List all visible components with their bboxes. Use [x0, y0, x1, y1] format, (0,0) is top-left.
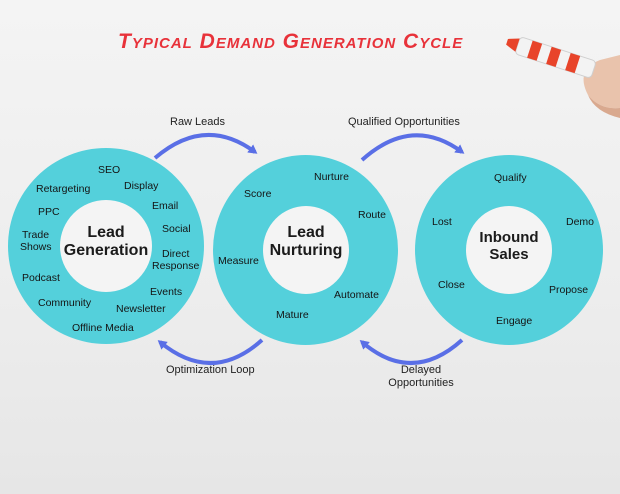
lead-nurturing-hole	[263, 206, 349, 294]
optimization-loop-arrow	[157, 338, 264, 365]
item-events: Events	[150, 286, 183, 298]
delayed-opportunities-arrow	[359, 338, 464, 365]
item-display: Display	[124, 180, 159, 192]
item-response: Response	[152, 260, 200, 272]
item-propose: Propose	[549, 284, 589, 296]
item-newsletter: Newsletter	[116, 303, 166, 315]
lead-generation-hole	[60, 200, 152, 292]
item-community: Community	[38, 297, 92, 309]
raw-leads-arrow	[153, 132, 258, 160]
item-seo: SEO	[98, 164, 121, 176]
page-title: Typical Demand Generation Cycle	[118, 30, 464, 53]
item-close: Close	[438, 279, 465, 291]
item-route: Route	[358, 209, 387, 221]
item-podcast: Podcast	[22, 272, 60, 284]
item-ppc: PPC	[38, 206, 60, 218]
qualified-opportunities-arrow	[360, 133, 465, 162]
lead-nurturing-title: Lead Nurturing	[269, 224, 343, 260]
item-nurture: Nurture	[314, 171, 350, 183]
item-measure: Measure	[218, 255, 259, 267]
qualified-opportunities-label: Qualified Opportunities	[348, 116, 460, 128]
delayed-opportunities-label: Delayed Opportunities	[388, 364, 454, 390]
item-shows: Shows	[20, 241, 52, 253]
item-social: Social	[162, 223, 191, 235]
raw-leads-label: Raw Leads	[170, 116, 226, 128]
item-demo: Demo	[566, 216, 595, 228]
item-trade: Trade	[22, 229, 50, 241]
item-direct: Direct	[162, 248, 190, 260]
item-qualify: Qualify	[494, 172, 527, 184]
item-score: Score	[244, 188, 272, 200]
item-lost: Lost	[432, 216, 452, 228]
inbound-sales-hole	[466, 206, 552, 294]
item-retargeting: Retargeting	[36, 183, 91, 195]
item-automate: Automate	[334, 289, 379, 301]
item-engage: Engage	[496, 315, 533, 327]
hand-marker-illustration	[506, 37, 620, 118]
item-offline-media: Offline Media	[72, 322, 134, 334]
inbound-sales-title: Inbound Sales	[479, 229, 539, 264]
optimization-loop-label: Optimization Loop	[166, 364, 255, 376]
item-email: Email	[152, 200, 179, 212]
item-mature: Mature	[276, 309, 309, 321]
lead-generation-title: Lead Generation	[63, 224, 149, 260]
